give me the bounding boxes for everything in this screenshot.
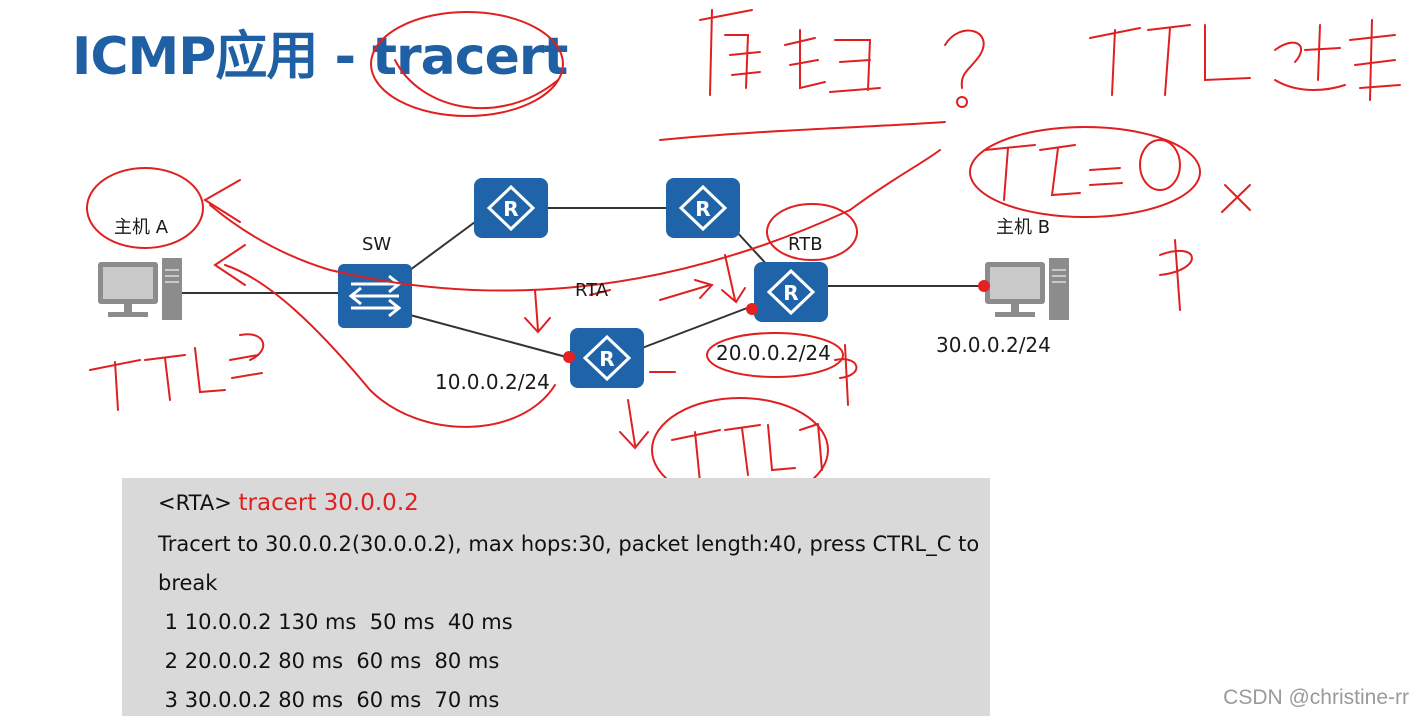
- cli-output-panel: <RTA> tracert 30.0.0.2 Tracert to 30.0.0…: [122, 478, 990, 716]
- host-a-label: 主机 A: [114, 217, 169, 238]
- slide-title: ICMP应用 - tracert: [72, 27, 568, 87]
- cli-command-line: <RTA> tracert 30.0.0.2: [158, 490, 419, 516]
- handwritten-annotations: [86, 9, 1401, 503]
- switch-icon: [338, 264, 412, 328]
- cli-command: tracert 30.0.0.2: [238, 490, 419, 516]
- rtb-ip-label: 20.0.0.2/24: [716, 341, 831, 365]
- rta-label: RTA: [575, 280, 609, 301]
- router-top-right-icon: [664, 176, 742, 240]
- host-b-computer-icon: [984, 257, 1070, 321]
- cli-hop-1: 1 10.0.0.2 130 ms 50 ms 40 ms: [158, 610, 513, 634]
- router-rta-icon: [568, 326, 646, 390]
- cli-hop-3: 3 30.0.0.2 80 ms 60 ms 70 ms: [158, 688, 500, 712]
- interface-dots: [563, 280, 990, 363]
- links: [182, 207, 985, 359]
- rtb-label: RTB: [788, 234, 823, 255]
- cli-line-1: Tracert to 30.0.0.2(30.0.0.2), max hops:…: [158, 532, 980, 556]
- hostb-ip-label: 30.0.0.2/24: [936, 333, 1051, 357]
- cli-hop-2: 2 20.0.0.2 80 ms 60 ms 80 ms: [158, 649, 500, 673]
- cli-line-2: break: [158, 571, 218, 595]
- host-b-label: 主机 B: [996, 217, 1051, 238]
- rta-ip-label: 10.0.0.2/24: [435, 370, 550, 394]
- watermark: CSDN @christine-rr: [1223, 686, 1409, 709]
- cli-prompt: <RTA>: [158, 491, 232, 515]
- router-top-left-icon: [472, 176, 550, 240]
- switch-label: SW: [362, 234, 392, 255]
- router-rtb-icon: [752, 260, 830, 324]
- host-a-computer-icon: [97, 257, 183, 321]
